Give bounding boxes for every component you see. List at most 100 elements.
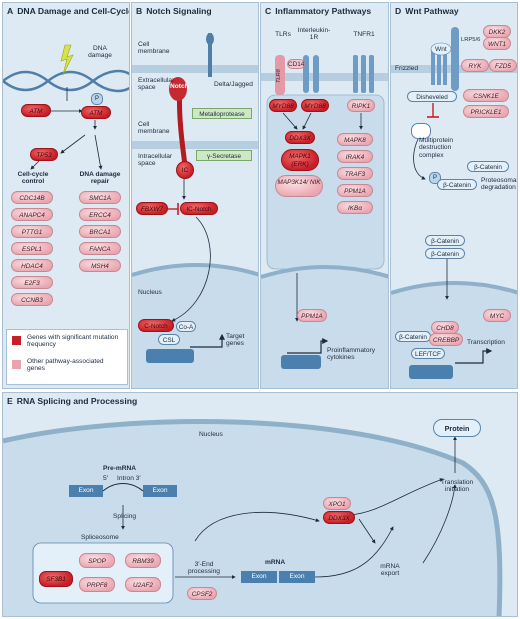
- beta-catenin-nuclear: β-Catenin: [395, 331, 431, 342]
- panel-c-title: Inflammatory Pathways: [275, 6, 372, 16]
- five-prime-label: 5′: [103, 475, 108, 482]
- gene-dna-repair-1: ERCC4: [79, 208, 121, 221]
- beta-catenin-box-1: β-Catenin: [467, 161, 509, 172]
- multiprotein-label: Multiprotein destruction complex: [419, 137, 454, 159]
- intron-label: Intron 3′: [117, 475, 141, 482]
- gene-atm-1: ATM: [21, 104, 51, 117]
- cell-membrane-label: Cell membrane: [138, 121, 170, 136]
- lightning-bolt-icon: [60, 44, 74, 76]
- gene-crebbp: CREBBP: [429, 333, 463, 346]
- gene-dna-repair-3: FANCA: [79, 242, 121, 255]
- gene-inflammatory-2: TRAF3: [337, 167, 373, 180]
- exon-3-label: Exon: [251, 573, 267, 580]
- intracellular-label: Intracellular space: [138, 153, 173, 168]
- dna-helix-strand-2: [3, 70, 129, 93]
- gene-cell-cycle-0: CDC14B: [11, 191, 53, 204]
- proteosomal-label: Proteosomal degradation: [481, 177, 518, 192]
- coa-box: Co-A: [176, 321, 196, 332]
- gene-splice-1: RBM39: [125, 553, 161, 568]
- il1r-label: Interleukin-1R: [297, 27, 331, 42]
- gene-sf3b1: SF3B1: [39, 571, 73, 587]
- mrna-export-label: mRNA export: [380, 563, 400, 578]
- target-genes-label: Target genes: [226, 333, 245, 348]
- gene-myd88-a: MYD88: [269, 99, 297, 112]
- three-end-label: 3′-End processing: [188, 561, 220, 576]
- gene-ripk1: RIPK1: [347, 99, 375, 112]
- cd14-box: CD14: [287, 59, 305, 69]
- gene-wnt-1: WNT1: [483, 37, 511, 50]
- gene-wnt-2: RYK: [461, 59, 489, 72]
- gene-splice-2: PRPF8: [79, 577, 115, 592]
- exon-4-label: Exon: [289, 573, 305, 580]
- panel-b-letter: B: [136, 6, 143, 16]
- phospho-badge: P: [91, 93, 103, 105]
- gene-dna-repair-0: SMC1A: [79, 191, 121, 204]
- gene-inflammatory-0: MAPK8: [337, 133, 373, 146]
- legend-swatch-other: [12, 360, 21, 369]
- beta-catenin-box-3: β-Catenin: [425, 235, 465, 246]
- gene-atm-2: ATM: [81, 106, 111, 119]
- ic-notch-blob: IC-Notch: [180, 202, 218, 215]
- gene-ddx3x: DDX3X: [285, 131, 315, 144]
- gene-cell-cycle-3: ESPL1: [11, 242, 53, 255]
- nucleus-e-label: Nucleus: [199, 431, 223, 438]
- exon-1-label: Exon: [78, 487, 94, 494]
- nucleus-label: Nucleus: [138, 289, 162, 296]
- ic-blob: IC: [176, 161, 194, 179]
- gene-splice-3: U2AF2: [125, 577, 161, 592]
- splicing-label: Splicing: [113, 513, 137, 520]
- gene-tp53: TP53: [30, 148, 58, 161]
- gene-myc: MYC: [483, 309, 511, 322]
- dna-damage-label: DNA damage: [88, 45, 112, 60]
- frizzled-label: Frizzled: [395, 65, 419, 72]
- wnt-label: Wnt: [435, 46, 447, 53]
- csl-box: CSL: [158, 334, 180, 345]
- panel-e-title: RNA Splicing and Processing: [16, 396, 138, 406]
- cell-membrane-top-label: Cell membrane: [138, 41, 170, 56]
- gamma-secretase-box: γ-Secretase: [196, 150, 252, 161]
- gene-wnt-4: CSNK1E: [463, 89, 509, 102]
- gene-cell-cycle-6: CCNB3: [11, 293, 53, 306]
- gene-map3k14: MAP3K14/ NIK: [275, 175, 323, 197]
- legend-other-label: Other pathway-associated genes: [27, 358, 104, 373]
- gene-inflammatory-1: IRAK4: [337, 150, 373, 163]
- gene-cell-cycle-5: E2F3: [11, 276, 53, 289]
- exon-2-label: Exon: [152, 487, 168, 494]
- gene-inflammatory-4: IKBα: [337, 201, 373, 214]
- panel-d-title: Wnt Pathway: [405, 6, 459, 16]
- metalloprotease-box: Metalloprotease: [192, 108, 252, 119]
- notch-label: Notch: [170, 83, 189, 90]
- dna-repair-title: DNA damage repair: [79, 171, 121, 186]
- phospho-label-wnt: P: [432, 175, 437, 181]
- extracellular-label: Extracellular space: [138, 77, 175, 92]
- mrna-label: mRNA: [265, 559, 286, 566]
- legend-swatch-significant: [12, 336, 21, 345]
- gene-ppm1a-nucleus: PPM1A: [297, 309, 327, 322]
- panel-a-title: DNA Damage and Cell-Cycle Control: [17, 6, 130, 16]
- tlr8-label: TLR8: [276, 69, 282, 83]
- protein-box: Protein: [433, 419, 481, 437]
- gene-cell-cycle-4: HDAC4: [11, 259, 53, 272]
- gene-wnt-5: PRICKLE1: [463, 105, 509, 118]
- c-notch-blob: C-Notch: [138, 319, 174, 332]
- gene-fbxw7: FBXW7: [136, 202, 168, 215]
- proinflammatory-label: Proinflammatory cytokines: [327, 347, 376, 362]
- cell-cycle-title: Cell-cycle control: [17, 171, 49, 186]
- beta-catenin-box-2: β-Catenin: [437, 179, 477, 190]
- transcription-label: Transcription: [467, 339, 505, 346]
- gene-myd88-b: MYD88: [301, 99, 329, 112]
- gene-cell-cycle-1: ANAPC4: [11, 208, 53, 221]
- panel-c-letter: C: [265, 6, 272, 16]
- premrna-label: Pre-mRNA: [103, 465, 136, 472]
- panel-e-letter: E: [7, 396, 13, 406]
- gene-cpsf2: CPSF2: [187, 587, 217, 600]
- phospho-label: P: [94, 96, 99, 102]
- tnfr1-label: TNFR1: [353, 31, 375, 38]
- beta-catenin-box-4: β-Catenin: [425, 248, 465, 259]
- gene-cell-cycle-2: PTTG1: [11, 225, 53, 238]
- gene-wnt-3: FZD5: [489, 59, 517, 72]
- panel-a-letter: A: [7, 6, 14, 16]
